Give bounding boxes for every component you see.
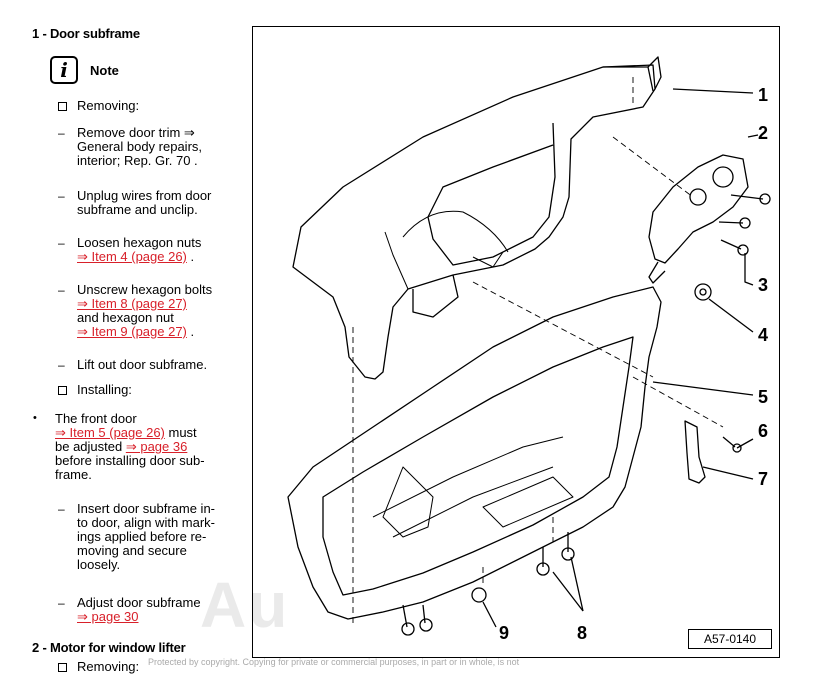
removing-label: Removing: xyxy=(77,98,140,113)
dash-bullet: – xyxy=(58,596,65,610)
step-remove-trim: Remove door trim ⇒ General body repairs,… xyxy=(77,126,202,168)
section-heading-door-subframe: 1 - Door subframe xyxy=(32,26,140,41)
step-line: Remove door trim ⇒ xyxy=(77,125,195,140)
step-line: and hexagon nut xyxy=(77,310,174,325)
checkbox-bullet-icon xyxy=(58,386,67,395)
note-line: be adjusted xyxy=(55,439,126,454)
step-line: Unplug wires from door xyxy=(77,188,212,203)
step-unplug-wires: Unplug wires from door subframe and uncl… xyxy=(77,189,211,217)
callout-4: 4 xyxy=(758,325,769,345)
link-page-30[interactable]: ⇒ page 30 xyxy=(77,609,139,624)
note-line: The front door xyxy=(55,411,137,426)
dash-bullet: – xyxy=(58,189,65,203)
nut-9-drawing xyxy=(471,587,487,603)
step-line: to door, align with mark- xyxy=(77,515,216,530)
checkbox-bullet-icon xyxy=(58,663,67,672)
front-door-note: The front door ⇒ Item 5 (page 26) must b… xyxy=(55,412,205,482)
step-line: Insert door subframe in- xyxy=(77,501,216,516)
info-icon: i xyxy=(50,56,78,84)
instruction-column: 1 - Door subframe i Note Removing: – Rem… xyxy=(0,0,250,675)
link-item-5[interactable]: ⇒ Item 5 (page 26) xyxy=(55,425,165,440)
window-motor-drawing xyxy=(648,154,749,264)
callout-1: 1 xyxy=(758,85,769,105)
step-line: Loosen hexagon nuts xyxy=(77,235,202,250)
figure-id-label: A57-0140 xyxy=(688,629,772,649)
callout-6: 6 xyxy=(758,421,769,441)
step-line: moving and secure xyxy=(77,543,187,558)
watermark-text: Au xyxy=(200,569,290,641)
dash-bullet: – xyxy=(58,126,65,140)
step-adjust-subframe: Adjust door subframe ⇒ page 30 xyxy=(77,596,201,624)
step-line: interior; Rep. Gr. 70 . xyxy=(77,153,198,168)
dash-bullet: – xyxy=(58,358,65,372)
dash-bullet: – xyxy=(58,283,65,297)
note-line: must xyxy=(164,425,197,440)
step-line: Lift out door subframe. xyxy=(77,357,208,372)
link-page-36[interactable]: ⇒ page 36 xyxy=(125,439,188,454)
note-line: before installing door sub- xyxy=(55,453,205,468)
callout-9: 9 xyxy=(499,623,510,643)
callout-5: 5 xyxy=(758,387,769,407)
link-item-9[interactable]: ⇒ Item 9 (page 27) xyxy=(77,324,187,339)
hexagon-nut-drawing xyxy=(694,283,712,301)
removing-label-2: Removing: xyxy=(77,659,140,674)
punctuation: . xyxy=(186,324,195,339)
step-line: subframe and unclip. xyxy=(77,202,198,217)
step-line: ings applied before re- xyxy=(77,529,207,544)
note-row: i Note xyxy=(50,56,119,84)
step-line: loosely. xyxy=(77,557,121,572)
callout-7: 7 xyxy=(758,469,769,489)
step-line: Unscrew hexagon bolts xyxy=(77,282,213,297)
section-heading-window-motor: 2 - Motor for window lifter xyxy=(32,640,186,655)
checkbox-bullet-icon xyxy=(58,102,67,111)
dash-bullet: – xyxy=(58,236,65,250)
step-insert-subframe: Insert door subframe in- to door, align … xyxy=(77,502,215,572)
note-line: frame. xyxy=(55,467,92,482)
step-unscrew-bolts: Unscrew hexagon bolts ⇒ Item 8 (page 27)… xyxy=(77,283,212,339)
callout-3: 3 xyxy=(758,275,769,295)
step-line: General body repairs, xyxy=(77,139,203,154)
step-loosen-nuts: Loosen hexagon nuts ⇒ Item 4 (page 26) . xyxy=(77,236,201,264)
dash-bullet: – xyxy=(58,502,65,516)
callout-8: 8 xyxy=(577,623,588,643)
installing-label: Installing: xyxy=(77,382,132,397)
callout-2: 2 xyxy=(758,123,769,143)
door-subframe-drawing xyxy=(292,64,656,380)
copyright-footer: Protected by copyright. Copying for priv… xyxy=(148,657,520,667)
punctuation: . xyxy=(186,249,195,264)
door-panel-drawing xyxy=(287,286,662,620)
link-item-8[interactable]: ⇒ Item 8 (page 27) xyxy=(77,296,187,311)
note-label: Note xyxy=(90,62,119,78)
bracket-drawing xyxy=(684,420,706,484)
dot-bullet: • xyxy=(33,412,37,424)
link-item-4[interactable]: ⇒ Item 4 (page 26) xyxy=(77,249,187,264)
step-line: Adjust door subframe xyxy=(77,595,201,610)
door-diagram xyxy=(287,56,771,636)
exploded-view-figure: 1 2 3 4 5 6 7 8 9 xyxy=(252,26,780,658)
step-lift-out: Lift out door subframe. xyxy=(77,358,207,372)
